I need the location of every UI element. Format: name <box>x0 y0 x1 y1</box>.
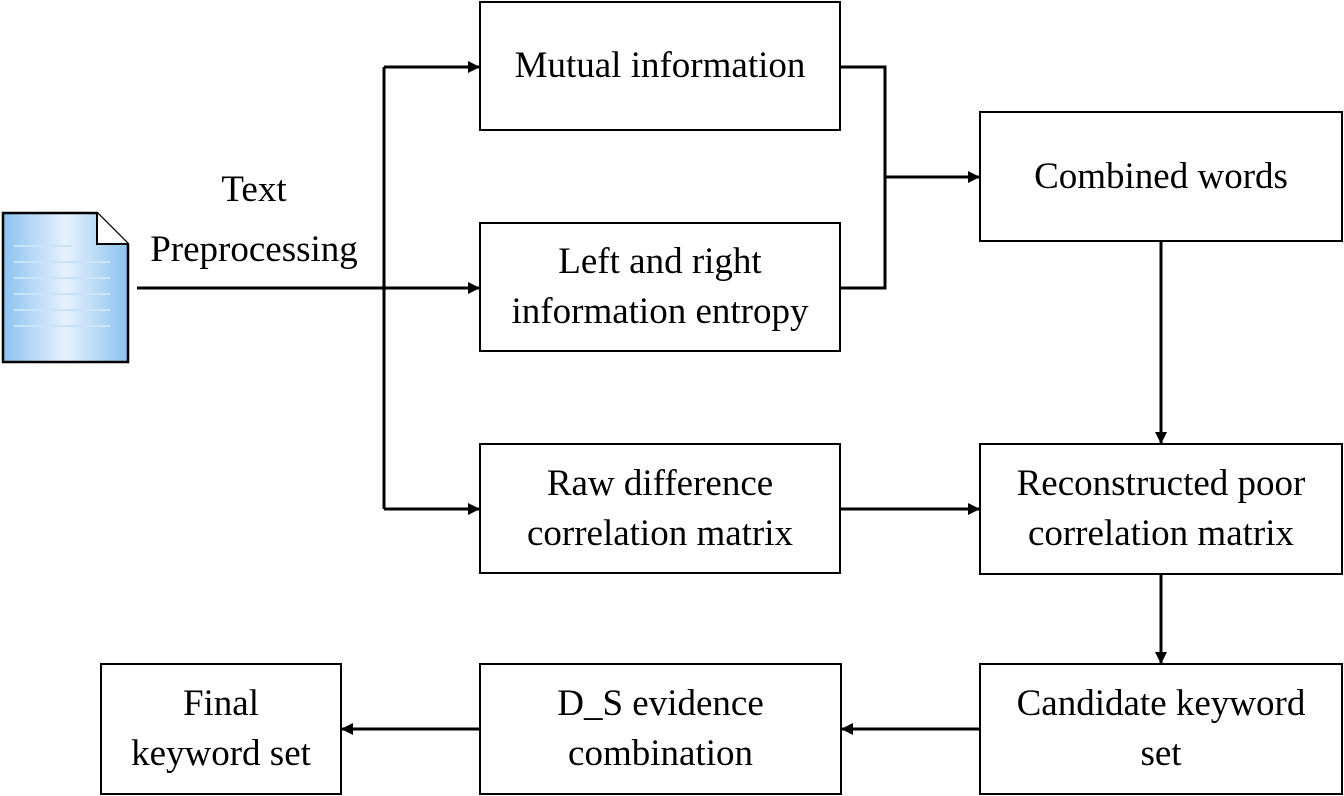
raw-difference-line-1: Raw difference <box>546 462 774 504</box>
reconstructed-line-1: Reconstructed poor <box>1016 463 1306 504</box>
merge-bracket <box>841 65 887 290</box>
ds-evidence-line-1: D_S evidence <box>557 683 764 724</box>
preprocessing-label-line-1: Text <box>221 169 287 210</box>
combined-words-box: Combined words <box>979 111 1343 242</box>
raw-difference-matrix-box: Raw difference correlation matrix <box>479 443 841 574</box>
preprocessing-label-line-2: Preprocessing <box>150 229 358 270</box>
raw-difference-line-2: correlation matrix <box>526 512 794 554</box>
mutual-information-box: Mutual information <box>479 1 841 131</box>
reconstructed-matrix-box: Reconstructed poor correlation matrix <box>979 443 1343 575</box>
ds-evidence-line-2: combination <box>568 733 753 774</box>
candidate-line-1: Candidate keyword <box>1016 683 1306 724</box>
ds-evidence-combination-box: D_S evidence combination <box>479 663 842 795</box>
candidate-keyword-set-box: Candidate keyword set <box>979 663 1343 795</box>
mutual-information-label: Mutual information <box>514 45 806 86</box>
candidate-line-2: set <box>1140 733 1182 774</box>
reconstructed-line-2: correlation matrix <box>1027 513 1295 554</box>
final-keyword-set-box: Final keyword set <box>100 663 342 795</box>
combined-words-label: Combined words <box>1034 155 1288 197</box>
preprocessing-label: Text Preprocessing <box>132 160 376 280</box>
document-icon <box>1 211 130 364</box>
left-right-entropy-line-1: Left and right <box>558 241 762 282</box>
left-right-entropy-line-2: information entropy <box>511 291 809 332</box>
left-right-entropy-box: Left and right information entropy <box>479 222 841 352</box>
final-line-1: Final <box>182 683 260 724</box>
final-line-2: keyword set <box>131 733 311 774</box>
